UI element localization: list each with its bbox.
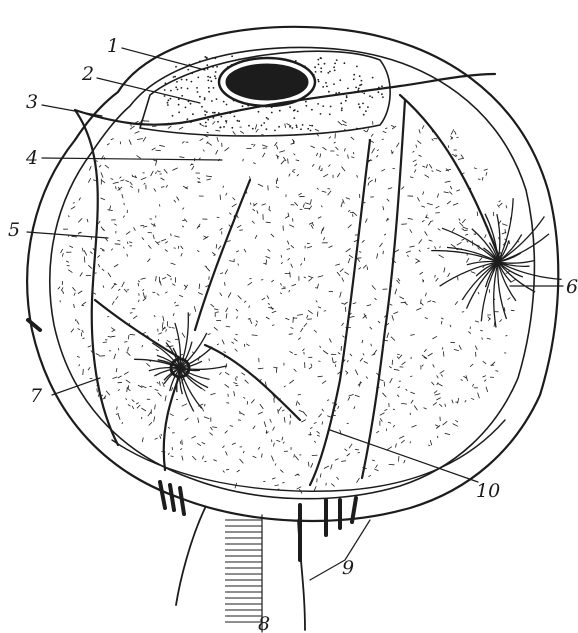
pupil [226, 64, 308, 100]
retina-texture [58, 120, 519, 493]
label-3: 3 [26, 91, 38, 113]
leader-3 [42, 105, 102, 116]
vessel-left-arc [75, 110, 118, 445]
vessel-disc-up [195, 180, 250, 330]
label-6: 6 [566, 276, 578, 298]
leader-10 [330, 430, 478, 482]
optic-nerve [176, 508, 305, 632]
optic-nerve-hatching [225, 520, 262, 622]
label-10: 10 [476, 480, 500, 502]
vortex-vein-rays [431, 198, 561, 327]
vessel-disc-right [205, 345, 300, 420]
label-4: 4 [25, 147, 38, 169]
vessel-to-right [400, 95, 500, 260]
label-7: 7 [30, 385, 43, 407]
leader-1 [122, 48, 205, 70]
label-1: 1 [107, 35, 119, 57]
leader-7 [52, 378, 100, 395]
label-8: 8 [258, 613, 270, 633]
label-5: 5 [8, 219, 20, 241]
label-2: 2 [81, 63, 94, 85]
label-9: 9 [342, 557, 354, 579]
optic-disc-rays [134, 312, 227, 411]
vessel-disc-left-2 [95, 300, 180, 358]
